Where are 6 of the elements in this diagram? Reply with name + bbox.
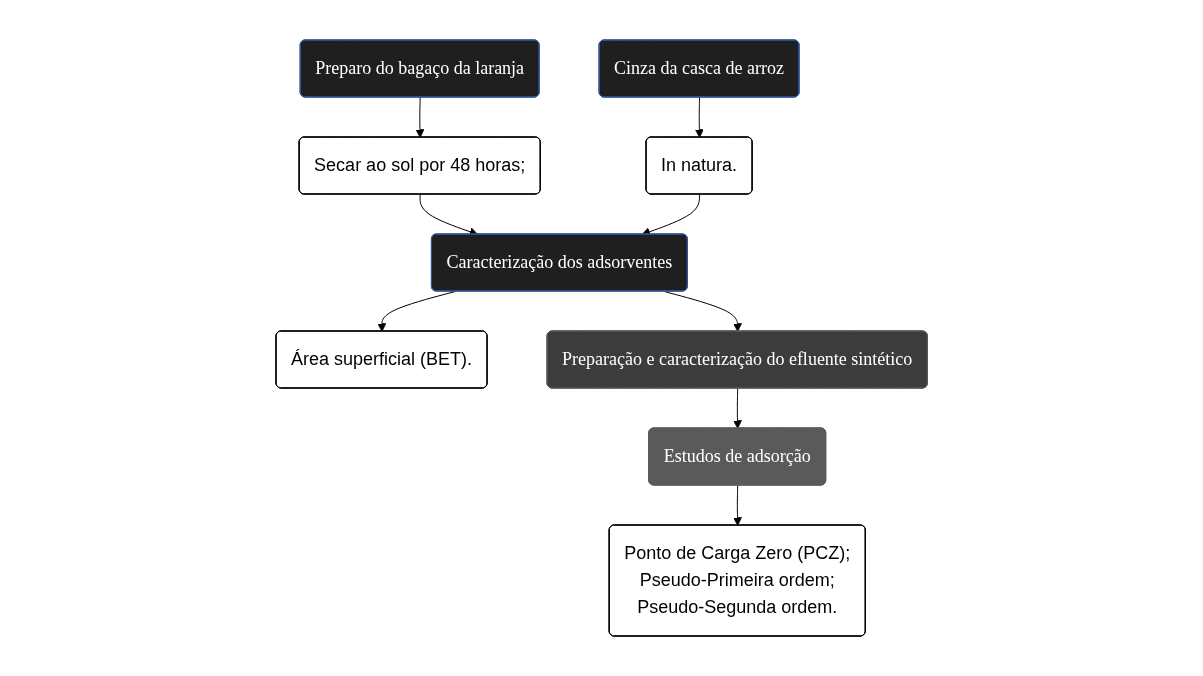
arrow [415,97,425,138]
arrow [694,97,704,138]
arrow [641,194,700,236]
arrow [419,194,478,236]
arrow [732,485,742,526]
arrow [732,388,742,429]
